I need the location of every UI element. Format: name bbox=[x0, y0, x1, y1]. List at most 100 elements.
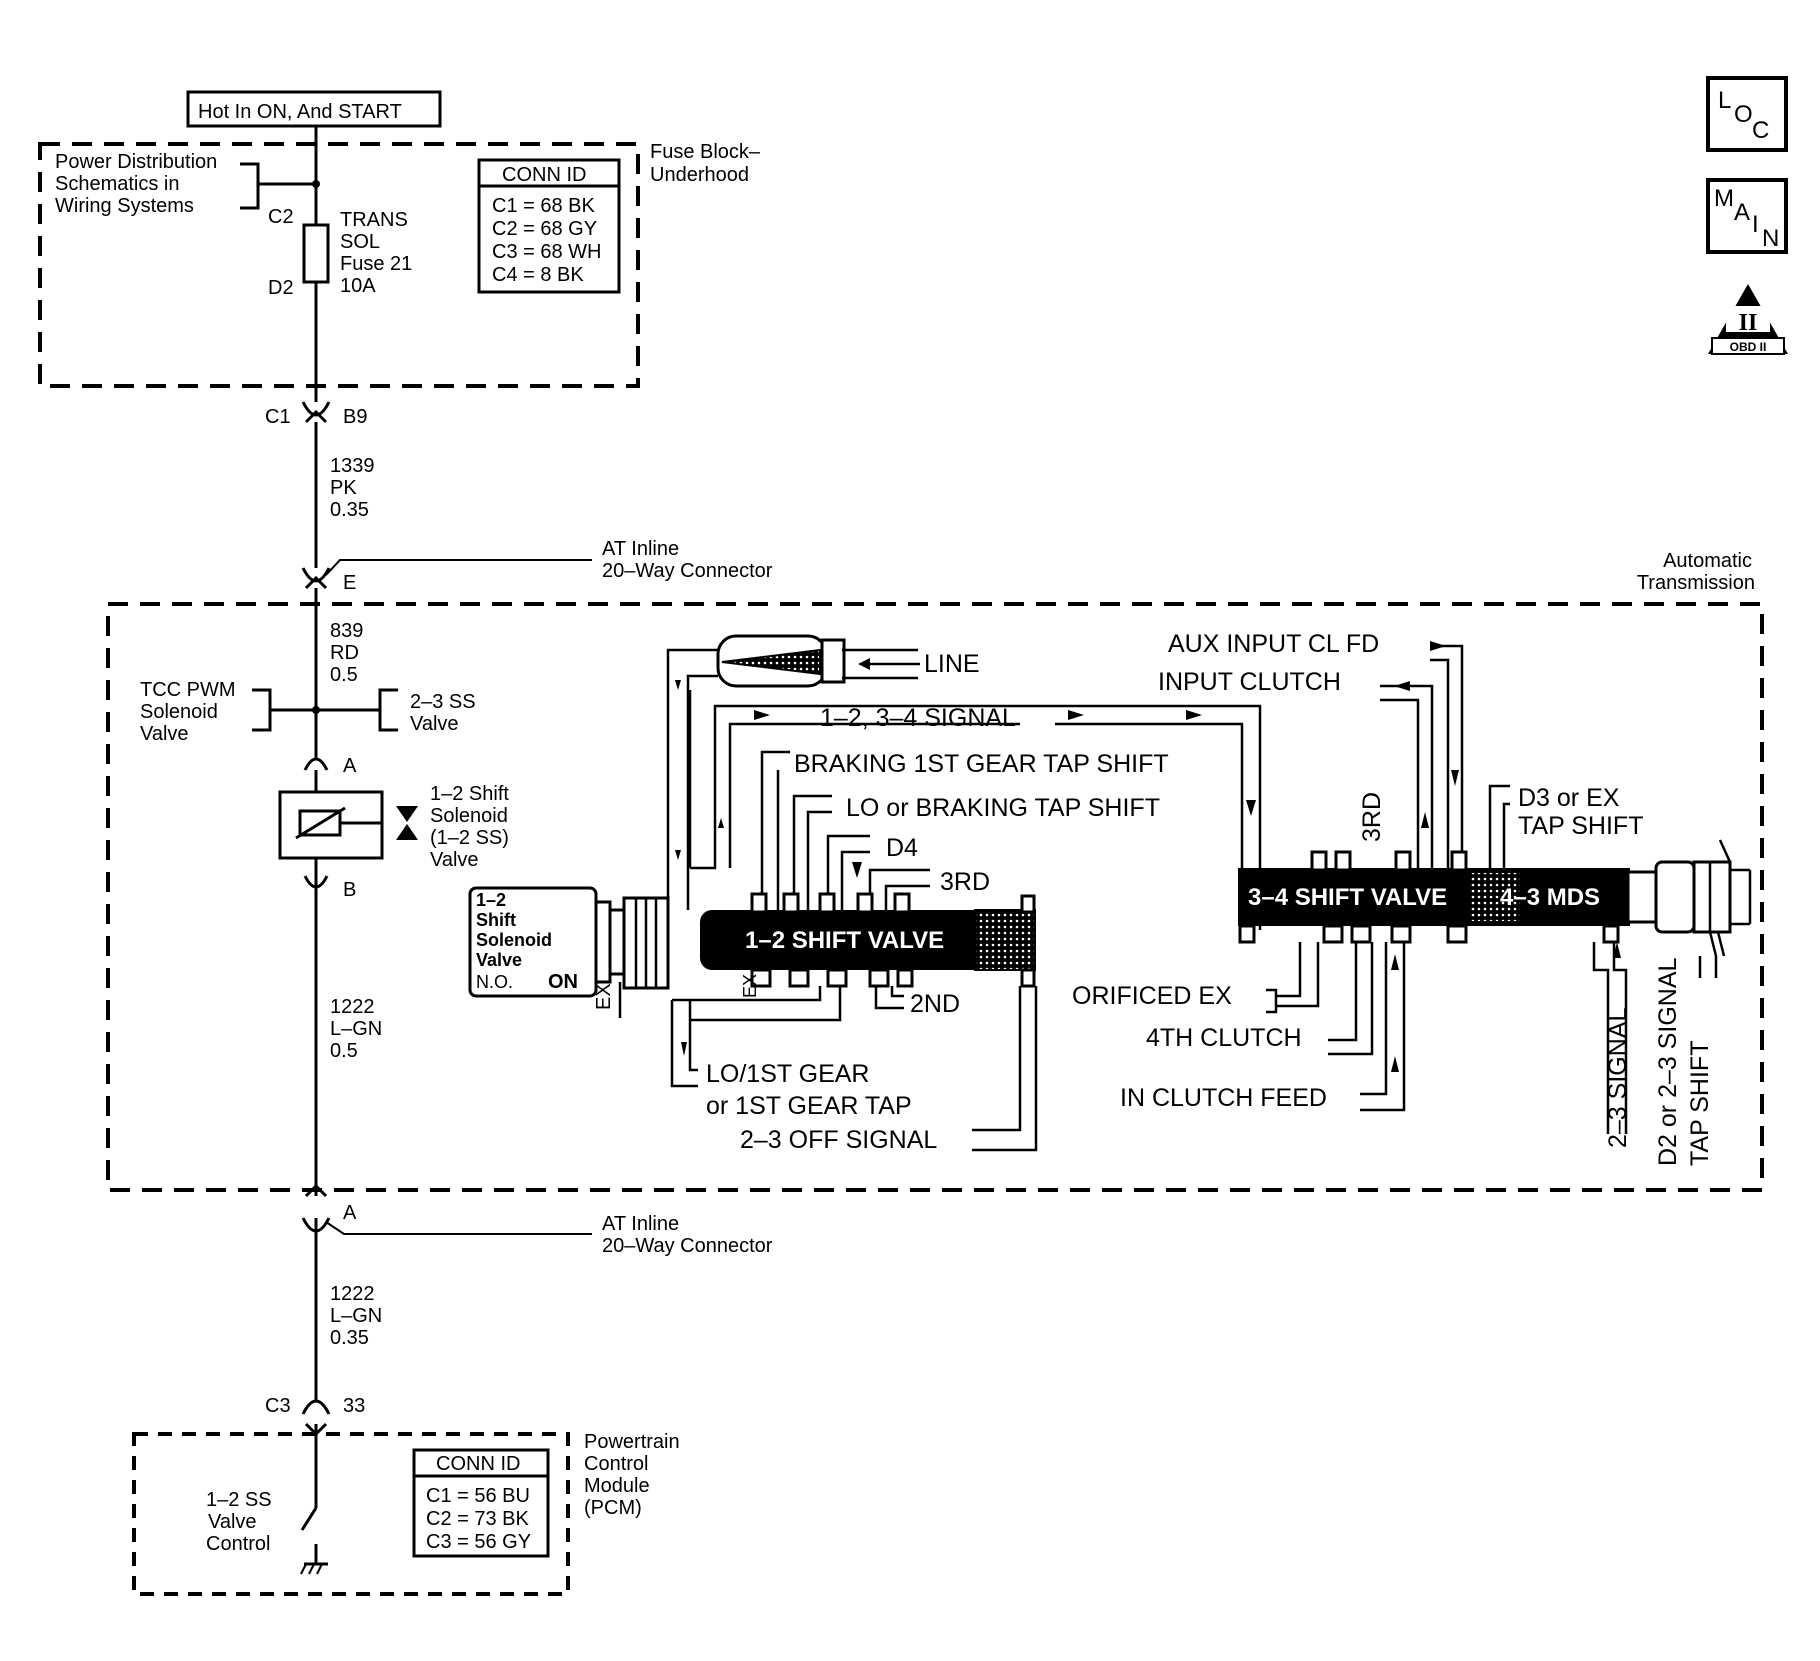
shift-valve-1-2-label: 1–2 SHIFT VALVE bbox=[745, 927, 944, 954]
wire-gauge: 0.5 bbox=[330, 664, 358, 686]
connector-b9-label: B9 bbox=[343, 406, 367, 428]
connector-c3-label: C3 bbox=[265, 1395, 291, 1417]
tcc-pwm-label-3: Valve bbox=[140, 723, 189, 745]
wire-1222-b-label: 1222 L–GN 0.35 bbox=[330, 1283, 382, 1349]
fuse-label-2: SOL bbox=[340, 231, 380, 253]
inline-connector-label-1: AT Inline bbox=[602, 1213, 679, 1235]
shift-valve-1-2: 1–2 SHIFT VALVE EX bbox=[700, 892, 1036, 998]
fourth-clutch-label: 4TH CLUTCH bbox=[1146, 1024, 1302, 1052]
lo-1st-label-2: or 1ST GEAR TAP bbox=[706, 1092, 912, 1120]
wire-color: RD bbox=[330, 642, 359, 664]
conn-id-row: C2 = 68 GY bbox=[492, 218, 597, 240]
third-label: 3RD bbox=[940, 868, 990, 896]
tcc-pwm-label-2: Solenoid bbox=[140, 701, 218, 723]
conn-id-row: C3 = 68 WH bbox=[492, 241, 601, 263]
tcc-pwm-label-1: TCC PWM bbox=[140, 679, 236, 701]
wire-gauge: 0.5 bbox=[330, 1040, 358, 1062]
solenoid-pin-a: A bbox=[343, 755, 357, 777]
main-icon-letter: M bbox=[1714, 185, 1734, 212]
shift-valve-3-4-label: 3–4 SHIFT VALVE bbox=[1248, 884, 1447, 911]
orificed-ex-label: ORIFICED EX bbox=[1072, 982, 1232, 1010]
solenoid-body-line: 1–2 bbox=[476, 890, 506, 910]
ss-23-label-1: 2–3 SS bbox=[410, 691, 476, 713]
signal-12-34-passage: 1–2, 3–4 SIGNAL bbox=[754, 704, 1262, 930]
d3-ex-label-2: TAP SHIFT bbox=[1518, 812, 1643, 840]
lo-1st-gear-passage: LO/1ST GEAR or 1ST GEAR TAP bbox=[670, 986, 912, 1120]
power-dist-line-1: Power Distribution bbox=[55, 151, 217, 173]
fuse-block-name-1: Fuse Block– bbox=[650, 141, 761, 163]
inline-pin-a: A bbox=[343, 1202, 357, 1224]
shift-solenoid-valve-body: 1–2 Shift Solenoid Valve N.O. ON EX bbox=[468, 886, 670, 1018]
d2-23-label-1: D2 or 2–3 SIGNAL bbox=[1654, 957, 1682, 1166]
conn-id-title: CONN ID bbox=[502, 164, 586, 186]
d4-label: D4 bbox=[886, 834, 918, 862]
pcm-name-3: Module bbox=[584, 1475, 650, 1497]
wire-circuit: 839 bbox=[330, 620, 363, 642]
pcm-control-label-1: 1–2 SS bbox=[206, 1489, 272, 1511]
braking-1st-label: BRAKING 1ST GEAR TAP SHIFT bbox=[794, 750, 1169, 778]
line-pressure-element: LINE bbox=[716, 634, 980, 688]
solenoid-exhaust-label: EX bbox=[593, 983, 615, 1010]
loc-icon-letter: L bbox=[1718, 87, 1731, 114]
wire-circuit: 1222 bbox=[330, 996, 375, 1018]
input-clutch-passage: INPUT CLUTCH bbox=[1158, 668, 1434, 868]
shift-valve-3-4: 3–4 SHIFT VALVE 4–3 MDS bbox=[1238, 850, 1630, 944]
power-dist-line-3: Wiring Systems bbox=[55, 195, 194, 217]
conn-id-title: CONN ID bbox=[436, 1453, 520, 1475]
signal-23-passage: 2–3 SIGNAL bbox=[1592, 942, 1632, 1148]
pcm-name-4: (PCM) bbox=[584, 1497, 642, 1519]
d2-23-passage: D2 or 2–3 SIGNAL TAP SHIFT bbox=[1654, 956, 1718, 1166]
valve-actuator bbox=[1626, 839, 1752, 957]
in-clutch-feed-label: IN CLUTCH FEED bbox=[1120, 1084, 1327, 1112]
obd-ii-icon[interactable]: II OBD II bbox=[1708, 284, 1788, 355]
valve-exhaust-label: EX bbox=[740, 974, 760, 998]
d4-passage: D4 bbox=[826, 834, 918, 910]
pcm-switch-to-ground bbox=[300, 1480, 328, 1575]
main-icon-letter: N bbox=[1762, 225, 1779, 252]
wire-gauge: 0.35 bbox=[330, 1327, 369, 1349]
main-icon[interactable]: M A I N bbox=[1706, 178, 1788, 254]
inline-connector-label-1: AT Inline bbox=[602, 538, 679, 560]
main-icon-letter: I bbox=[1752, 211, 1759, 238]
solenoid-state-on: ON bbox=[548, 971, 578, 993]
off-signal-23-label: 2–3 OFF SIGNAL bbox=[740, 1126, 937, 1154]
loc-icon-letter: O bbox=[1734, 101, 1753, 128]
power-source-label: Hot In ON, And START bbox=[186, 90, 442, 128]
conn-id-row: C1 = 68 BK bbox=[492, 195, 596, 217]
main-icon-letter: A bbox=[1734, 199, 1750, 226]
braking-1st-gear-passage: BRAKING 1ST GEAR TAP SHIFT bbox=[760, 750, 1169, 910]
connector-33-label: 33 bbox=[343, 1395, 365, 1417]
solenoid-body-line: Shift bbox=[476, 910, 516, 930]
off-signal-23-passage: 2–3 OFF SIGNAL bbox=[740, 986, 1038, 1154]
signal-23-label: 2–3 SIGNAL bbox=[1604, 1008, 1632, 1148]
power-dist-line-2: Schematics in bbox=[55, 173, 180, 195]
obd-text: OBD II bbox=[1730, 340, 1767, 354]
wire-color: L–GN bbox=[330, 1305, 382, 1327]
loc-icon[interactable]: L O C bbox=[1706, 76, 1788, 152]
automatic-transmission: Automatic Transmission 839 RD 0.5 TCC PW… bbox=[106, 550, 1764, 1192]
conn-d2-label: D2 bbox=[268, 277, 294, 299]
connector-c1-label: C1 bbox=[265, 406, 291, 428]
pcm-control-label-3: Control bbox=[206, 1533, 270, 1555]
wire-circuit: 1222 bbox=[330, 1283, 375, 1305]
solenoid-body-line: Solenoid bbox=[476, 930, 552, 950]
loc-icon-letter: C bbox=[1752, 117, 1769, 144]
inline-connector-bottom: A AT Inline 20–Way Connector bbox=[301, 1183, 773, 1257]
fuse-label-1: TRANS bbox=[340, 209, 408, 231]
d2-23-label-2: TAP SHIFT bbox=[1686, 1041, 1714, 1166]
third-passage: 3RD bbox=[868, 868, 990, 910]
conn-id-row: C4 = 8 BK bbox=[492, 264, 584, 286]
power-distribution-reference: Power Distribution Schematics in Wiring … bbox=[55, 151, 320, 217]
conn-c2-label: C2 bbox=[268, 206, 294, 228]
fuse-21-symbol bbox=[302, 223, 330, 284]
lo-1st-label-1: LO/1ST GEAR bbox=[706, 1060, 870, 1088]
third-vertical-label: 3RD bbox=[1358, 792, 1386, 842]
signal-12-34-label: 1–2, 3–4 SIGNAL bbox=[820, 704, 1016, 732]
conn-id-row: C3 = 56 GY bbox=[426, 1531, 531, 1553]
inline-connector-label-2: 20–Way Connector bbox=[602, 1235, 773, 1257]
wire-gauge: 0.35 bbox=[330, 499, 369, 521]
inline-pin-e: E bbox=[343, 572, 356, 594]
fuse-label-3: Fuse 21 bbox=[340, 253, 412, 275]
pcm-name-1: Powertrain bbox=[584, 1431, 680, 1453]
aux-input-label: AUX INPUT CL FD bbox=[1168, 630, 1379, 658]
